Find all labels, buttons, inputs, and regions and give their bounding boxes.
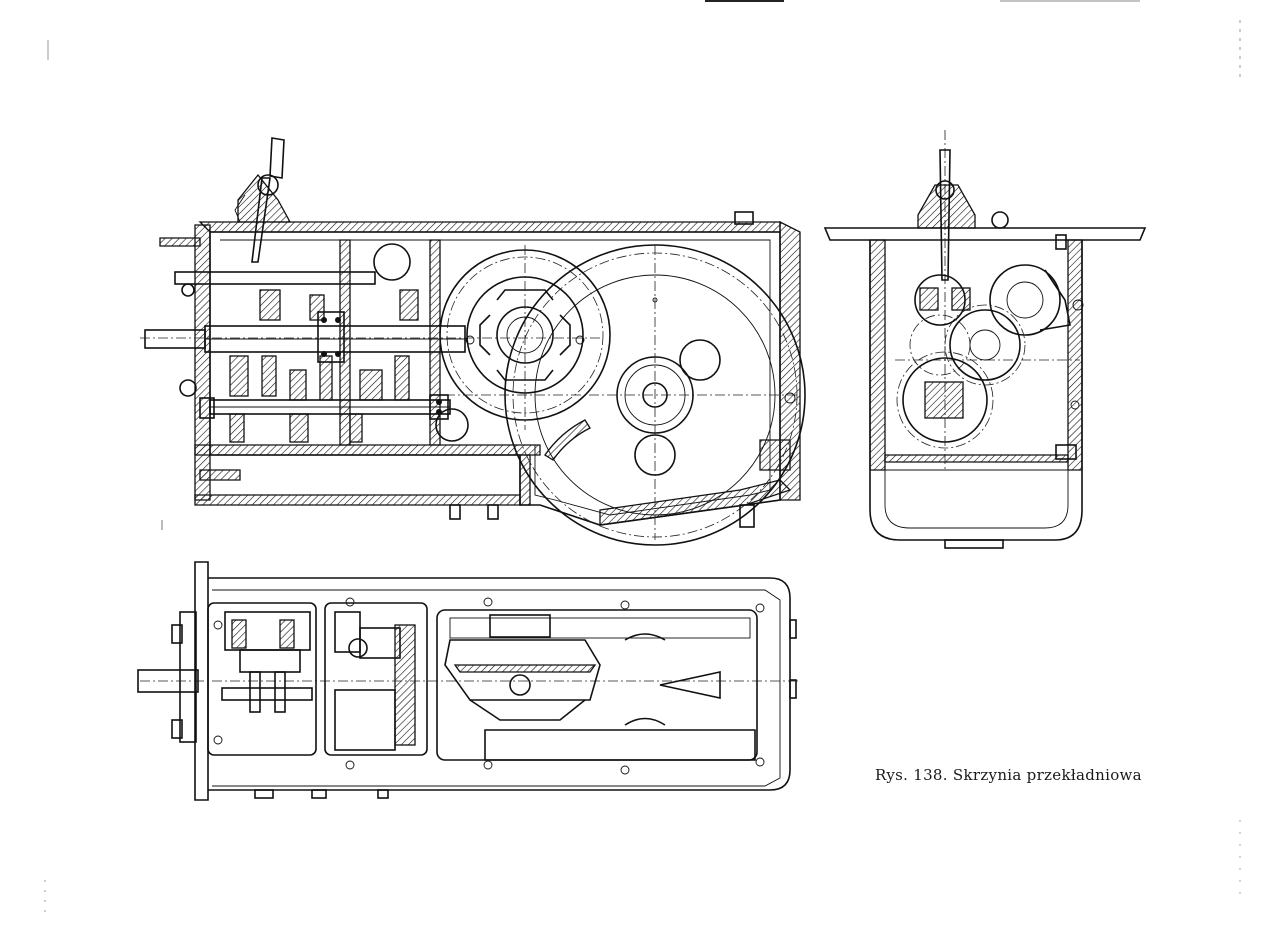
figure-caption: Rys. 138. Skrzynia przekładniowa <box>875 766 1142 784</box>
bolt-marks <box>213 597 765 775</box>
scan-edge-marks <box>47 0 1241 80</box>
front-section-view <box>140 137 806 546</box>
scan-specks <box>44 520 1241 920</box>
plan-view <box>137 561 800 801</box>
side-section-view <box>823 130 1147 549</box>
bearing-group <box>199 311 449 420</box>
